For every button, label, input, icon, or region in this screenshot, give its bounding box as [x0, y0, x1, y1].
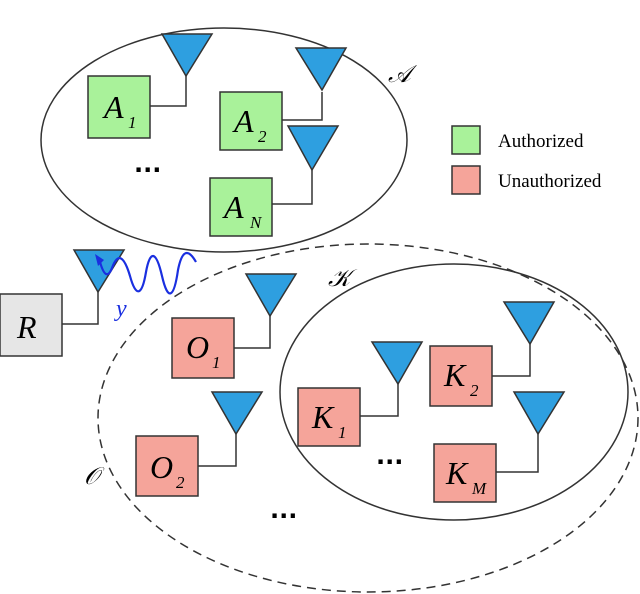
node-a1-box [87, 75, 151, 139]
receiver-box [0, 293, 63, 357]
node-o2: O 2 [135, 391, 264, 497]
node-o1-antenna-icon [244, 273, 298, 318]
node-km: K M [433, 391, 566, 503]
node-o1-sub: 1 [212, 353, 221, 372]
node-km-antenna-icon [512, 391, 566, 436]
node-a2-wire [282, 92, 323, 121]
node-o1-wire [234, 314, 271, 349]
node-a1-antenna-icon [160, 33, 214, 78]
node-o2-label: O [150, 449, 173, 485]
node-an-sub: N [249, 213, 263, 232]
node-k1-wire [360, 384, 399, 417]
node-k2-wire [492, 344, 531, 377]
node-k2-label: K [443, 357, 467, 393]
node-k2-sub: 2 [470, 381, 479, 400]
receiver-label: R [16, 309, 37, 345]
node-o2-wire [198, 432, 237, 467]
node-o1-label: O [186, 329, 209, 365]
signal-wave: y [95, 252, 197, 322]
legend: Authorized Unauthorized [451, 125, 602, 195]
receiver-antenna-wire [62, 290, 99, 325]
node-an-wire [272, 168, 313, 205]
legend-unauthorized-label: Unauthorized [498, 171, 602, 192]
node-a1-label: A [102, 89, 124, 125]
node-an-label: A [222, 189, 244, 225]
node-k1: K 1 [297, 341, 424, 447]
node-k1-box [297, 387, 361, 447]
node-km-box [433, 443, 497, 503]
node-o1-box [171, 317, 235, 379]
node-km-wire [496, 432, 539, 473]
signal-wave-path [98, 252, 197, 295]
node-a2-antenna-icon [294, 47, 348, 92]
authorized-ellipsis: ··· [134, 156, 161, 184]
known-set-ellipse [279, 263, 629, 521]
authorized-set-ellipse [40, 27, 408, 253]
node-a1-sub: 1 [128, 113, 137, 132]
receiver-node: R [0, 249, 126, 357]
node-o2-sub: 2 [176, 473, 185, 492]
signal-arrow-head [95, 254, 104, 266]
legend-authorized-label: Authorized [498, 131, 584, 152]
node-a1: A 1 [87, 33, 214, 139]
others-ellipsis: ··· [270, 502, 297, 530]
others-set-label: 𝒪 [84, 464, 105, 490]
node-a2-label: A [232, 103, 254, 139]
node-o2-antenna-icon [210, 391, 264, 436]
node-km-label: K [445, 455, 469, 491]
node-k1-label: K [311, 399, 335, 435]
node-k2: K 2 [429, 301, 556, 407]
node-a2-sub: 2 [258, 127, 267, 146]
node-k2-antenna-icon [502, 301, 556, 346]
node-k2-box [429, 345, 493, 407]
node-an: A N [209, 125, 340, 237]
others-set-ellipse [97, 243, 639, 593]
node-a1-wire [150, 72, 187, 107]
signal-label: y [114, 296, 127, 322]
authorized-set-label: 𝒜 [388, 62, 418, 88]
node-o1: O 1 [171, 273, 298, 379]
legend-unauthorized-swatch [451, 165, 481, 195]
node-k1-antenna-icon [370, 341, 424, 386]
node-an-antenna-icon [286, 125, 340, 172]
legend-authorized-swatch [451, 125, 481, 155]
node-a2-box [219, 91, 283, 151]
known-ellipsis: ··· [376, 448, 403, 476]
node-an-box [209, 177, 273, 237]
node-k1-sub: 1 [338, 423, 347, 442]
node-o2-box [135, 435, 199, 497]
node-km-sub: M [471, 479, 487, 498]
node-a2: A 2 [219, 47, 348, 151]
receiver-antenna-icon [72, 249, 126, 294]
